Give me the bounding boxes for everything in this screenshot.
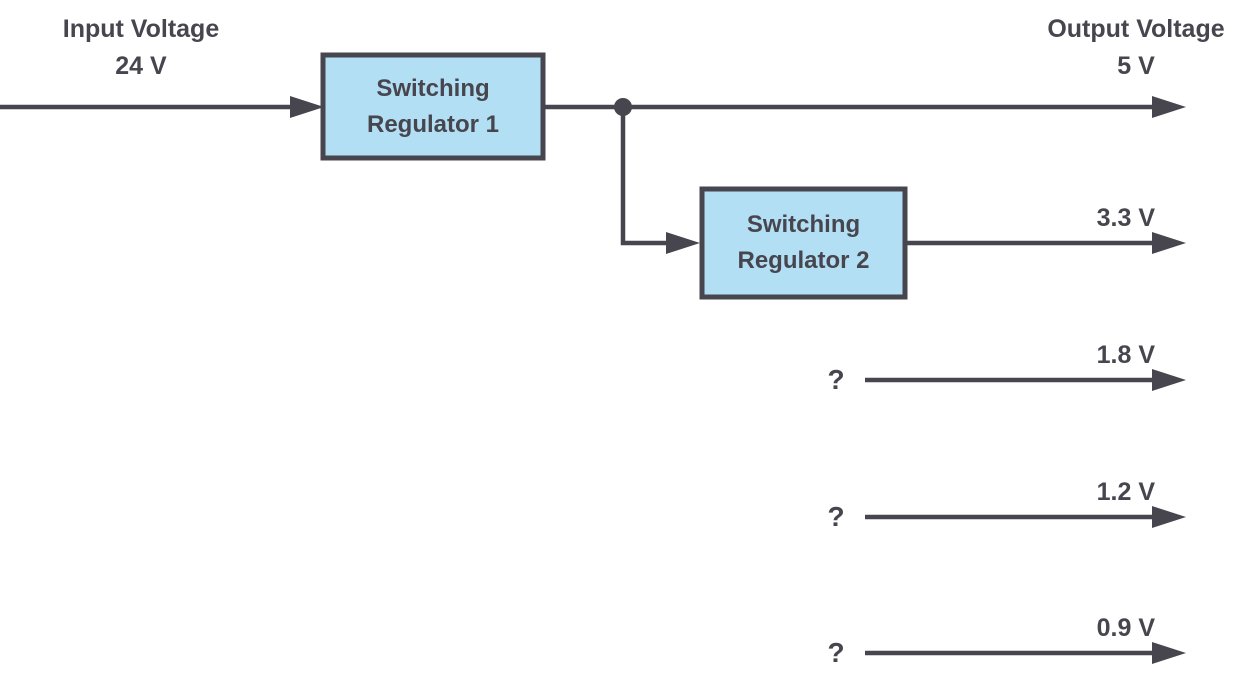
block2-line1: Switching: [746, 211, 861, 238]
block-label-switching-regulator-1: Switching Regulator 1: [323, 55, 543, 158]
block1-line2: Regulator 1: [366, 110, 500, 138]
arrow-rail-3v3: [905, 232, 1186, 254]
unknown-source-marker-1v8: ?: [827, 364, 845, 395]
unknown-source-marker-0v9: ?: [827, 637, 845, 668]
rail-value-1v2: 1.2 V: [1096, 478, 1155, 506]
output-voltage-title: Output Voltage: [1047, 15, 1225, 43]
block1-line1: Switching: [376, 74, 490, 102]
rail-value-0v9: 0.9 V: [1096, 614, 1155, 642]
input-voltage-title: Input Voltage: [62, 15, 220, 43]
rail-value-1v8: 1.8 V: [1096, 341, 1155, 369]
rail-value-3v3: 3.3 V: [1096, 204, 1155, 232]
rail-value-5v: 5 V: [1117, 52, 1155, 80]
arrow-rail-1v8: [865, 369, 1186, 391]
arrow-rail-0v9: [865, 642, 1186, 664]
block-switching-regulator-2: [699, 186, 908, 300]
output-voltage-label: Output Voltage 5 V: [1030, 11, 1242, 85]
input-voltage-label: Input Voltage 24 V: [35, 11, 247, 85]
block-label-switching-regulator-2: Switching Regulator 2: [702, 189, 905, 297]
unknown-source-marker-1v2: ?: [827, 501, 845, 532]
block2-line2: Regulator 2: [737, 247, 870, 274]
arrow-input: [0, 96, 324, 118]
input-voltage-value: 24 V: [115, 52, 167, 80]
connector-branch-to-reg2: [620, 107, 700, 254]
arrow-rail-1v2: [865, 506, 1186, 528]
arrow-rail-5v: [543, 96, 1186, 118]
